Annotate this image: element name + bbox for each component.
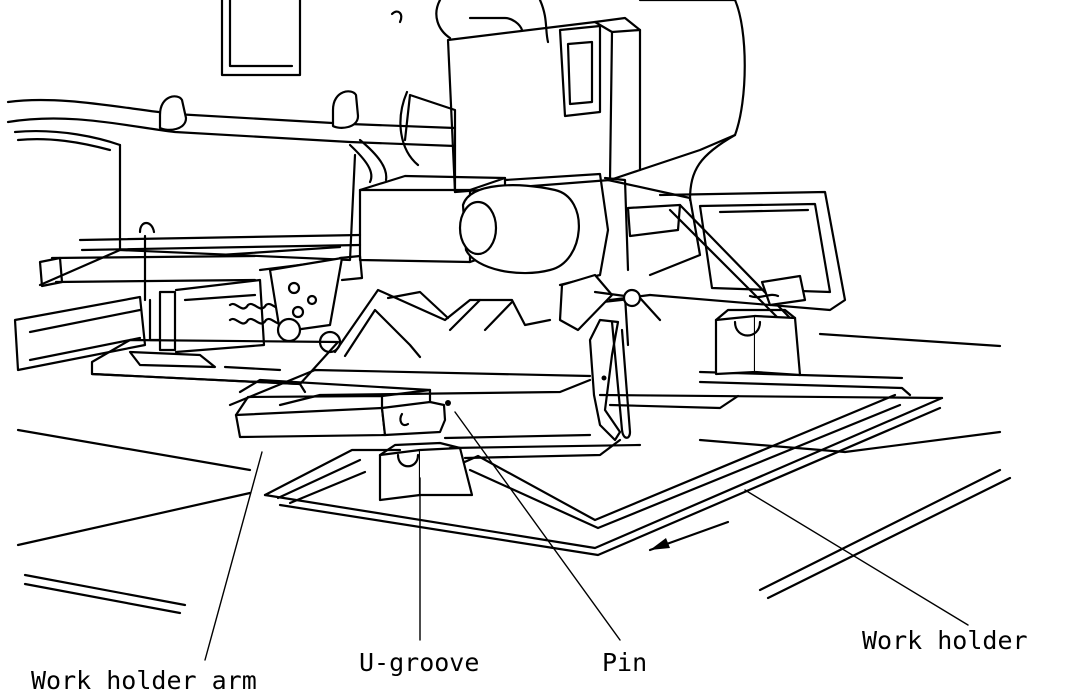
label-work-holder: Work holder bbox=[862, 626, 1028, 655]
needle-assembly bbox=[558, 273, 642, 442]
arrow-icon bbox=[648, 520, 730, 552]
frame-legs bbox=[333, 288, 552, 359]
work-holder-frame bbox=[263, 370, 944, 557]
label-u-groove: U-groove bbox=[359, 648, 480, 677]
right-frame bbox=[573, 190, 847, 322]
label-work-holder-arm: Work holder arm bbox=[31, 666, 257, 695]
hoses bbox=[6, 90, 457, 184]
machine-head bbox=[220, 0, 746, 202]
leader-lines bbox=[204, 411, 969, 661]
base-plate bbox=[90, 338, 340, 394]
left-base-block bbox=[13, 143, 357, 372]
work-holder-arm bbox=[228, 368, 592, 439]
spring-mechanism bbox=[38, 221, 364, 354]
u-groove-blocks bbox=[378, 308, 802, 502]
label-pin: Pin bbox=[602, 648, 648, 677]
